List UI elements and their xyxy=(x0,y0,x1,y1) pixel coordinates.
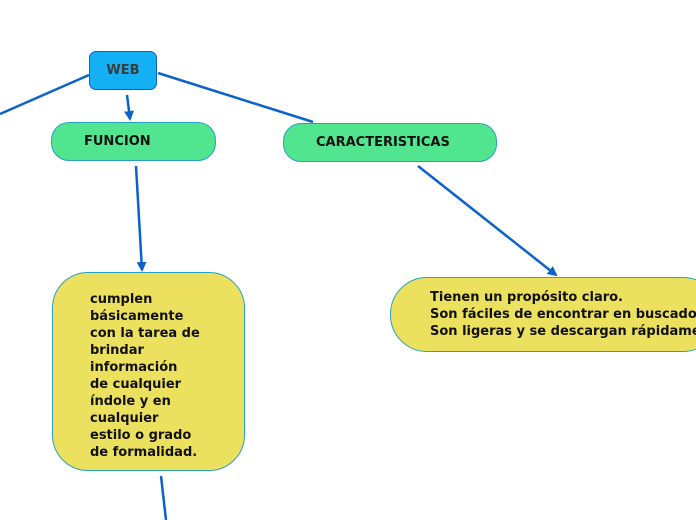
connector-web-funcion xyxy=(124,94,134,121)
connector-desc-offscreen xyxy=(159,475,168,520)
node-caracteristicas-description[interactable]: Tienen un propósito claro. Son fáciles d… xyxy=(390,277,696,352)
caracteristicas-desc-line: Son ligeras y se descargan rápidamente. xyxy=(430,324,696,339)
funcion-desc-line: estilo o grado xyxy=(90,428,192,443)
node-web[interactable]: WEB xyxy=(89,51,157,90)
funcion-desc-line: cualquier xyxy=(90,411,159,426)
funcion-desc-line: información xyxy=(90,360,178,375)
node-funcion-description[interactable]: cumplen básicamente con la tarea de brin… xyxy=(52,272,245,471)
node-caracteristicas[interactable]: CARACTERISTICAS xyxy=(283,123,497,162)
funcion-desc-line: de formalidad. xyxy=(90,445,198,460)
node-funcion[interactable]: FUNCION xyxy=(51,122,216,161)
connector-caracteristicas-desc xyxy=(417,165,558,277)
node-web-label: WEB xyxy=(106,63,140,78)
funcion-desc-line: cumplen xyxy=(90,292,153,307)
caracteristicas-desc-line: Tienen un propósito claro. xyxy=(430,290,623,305)
funcion-desc-line: con la tarea de xyxy=(90,326,200,341)
caracteristicas-desc-line: Son fáciles de encontrar en buscadores. xyxy=(430,307,696,322)
funcion-desc-line: básicamente xyxy=(90,309,184,324)
node-caracteristicas-label: CARACTERISTICAS xyxy=(316,135,450,150)
funcion-desc-line: de cualquier xyxy=(90,377,182,392)
connector-web-caracteristicas xyxy=(157,71,314,124)
node-funcion-label: FUNCION xyxy=(84,134,151,149)
connector-funcion-desc xyxy=(134,165,147,272)
connector-web-offscreen xyxy=(0,73,90,116)
funcion-desc-line: índole y en xyxy=(90,394,171,409)
funcion-desc-line: brindar xyxy=(90,343,144,358)
